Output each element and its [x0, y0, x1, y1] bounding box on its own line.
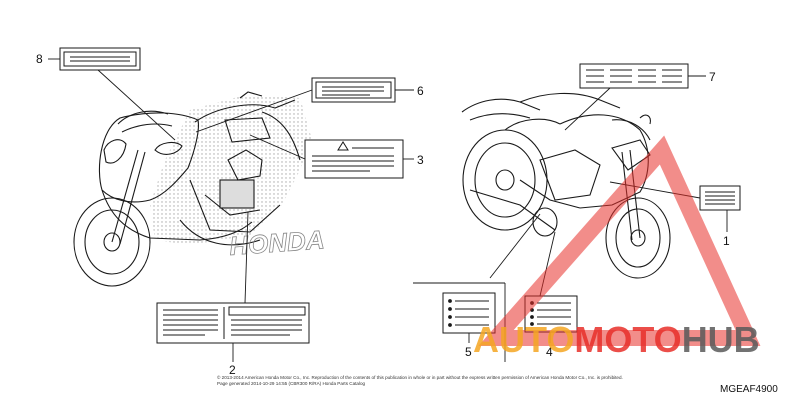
callout-6: 6 [417, 84, 424, 98]
callout-5: 5 [465, 345, 472, 359]
callout-4: 4 [546, 345, 553, 359]
copyright-line-2: Page generated 2014-10-29 14:55 (CBR300 … [217, 381, 366, 386]
watermark-moto: MOTO [574, 319, 681, 360]
label-1-panel [699, 185, 741, 211]
watermark-auto: AUTO [473, 319, 574, 360]
label-7-panel [579, 63, 689, 89]
right-motorcycle [461, 92, 671, 279]
callout-3: 3 [417, 153, 424, 167]
svg-text:AUTOMOTOHUB: AUTOMOTOHUB [473, 319, 760, 360]
watermark: AUTOMOTOHUB [473, 135, 761, 360]
label-3-panel [304, 139, 404, 179]
watermark-hub: HUB [682, 319, 760, 360]
left-motorcycle: HONDA [73, 91, 326, 287]
leader-lines [48, 58, 728, 362]
callout-1: 1 [723, 234, 730, 248]
callout-8: 8 [36, 52, 43, 66]
label-8-panel [59, 47, 141, 71]
label-6-panel [311, 77, 396, 103]
callout-2: 2 [229, 363, 236, 377]
label-2-panel [156, 302, 310, 344]
label-5-panel [442, 292, 496, 334]
watermark-triangle-icon [478, 135, 761, 346]
copyright-line-1: © 2013-2014 American Honda Motor Co., In… [217, 374, 623, 380]
diagram-code: MGEAF4900 [720, 384, 778, 395]
callout-7: 7 [709, 70, 716, 84]
honda-brand-text: HONDA [228, 224, 325, 261]
